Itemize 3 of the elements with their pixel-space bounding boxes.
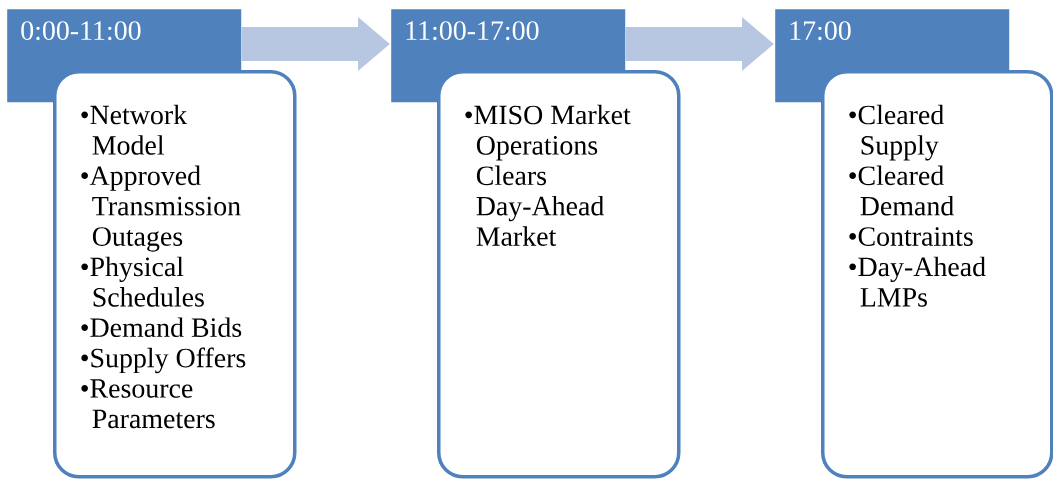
- content-box: •Cleared Supply •Cleared Demand •Contraints •Day-Ahead LMPs: [821, 70, 1053, 479]
- content-box: •Network Model •Approved Transmission Outages •Physical Schedules •Demand Bids •Supply Offers •Resource Parameters: [53, 70, 297, 479]
- content-box: •MISO Market Operations Clears Day-Ahead Market: [437, 70, 681, 479]
